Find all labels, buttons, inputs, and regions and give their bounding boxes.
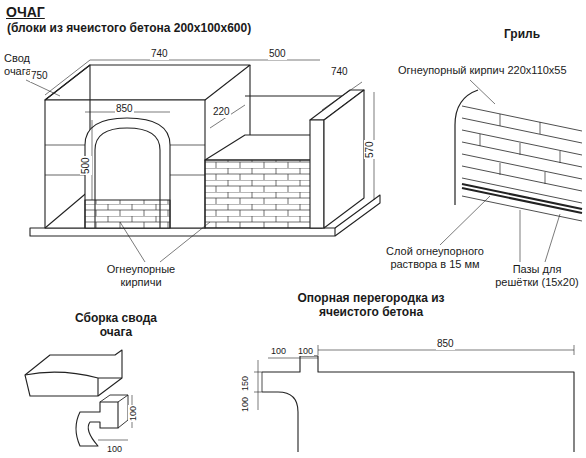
dimension: 850 <box>436 338 455 350</box>
dimension: 220 <box>212 106 231 118</box>
dimension: 850 <box>115 103 134 115</box>
dimension: 500 <box>80 156 92 175</box>
dimension: 100 <box>297 346 314 356</box>
dimension: 500 <box>268 48 287 60</box>
dimension: 740 <box>330 66 349 78</box>
callout-label: Пазы для решётки (15х20) <box>492 263 582 288</box>
dimension: 150 <box>240 375 250 392</box>
callout-label: Огнеупорный кирпич 220х110х55 <box>397 64 583 77</box>
dimension: 740 <box>150 48 169 60</box>
dimension: 100 <box>106 444 123 454</box>
dimension: 100 <box>270 346 287 356</box>
dimension: 570 <box>364 140 376 159</box>
dimension: 100 <box>240 396 250 413</box>
dimension: 750 <box>30 70 49 82</box>
title: ОЧАГ <box>6 4 45 20</box>
section-title: Гриль <box>503 28 541 42</box>
section-title: Сборка свода очага <box>60 312 172 340</box>
section-title: Опорная перегородка из ячеистого бетона <box>270 292 472 320</box>
dimension: 100 <box>128 405 138 422</box>
subtitle: (блоки из ячеистого бетона 200х100х600) <box>6 22 252 36</box>
callout-label: Огнеупорные кирпичи <box>90 263 192 288</box>
callout-label: Слой огнеупорного раствора в 15 мм <box>368 245 502 270</box>
